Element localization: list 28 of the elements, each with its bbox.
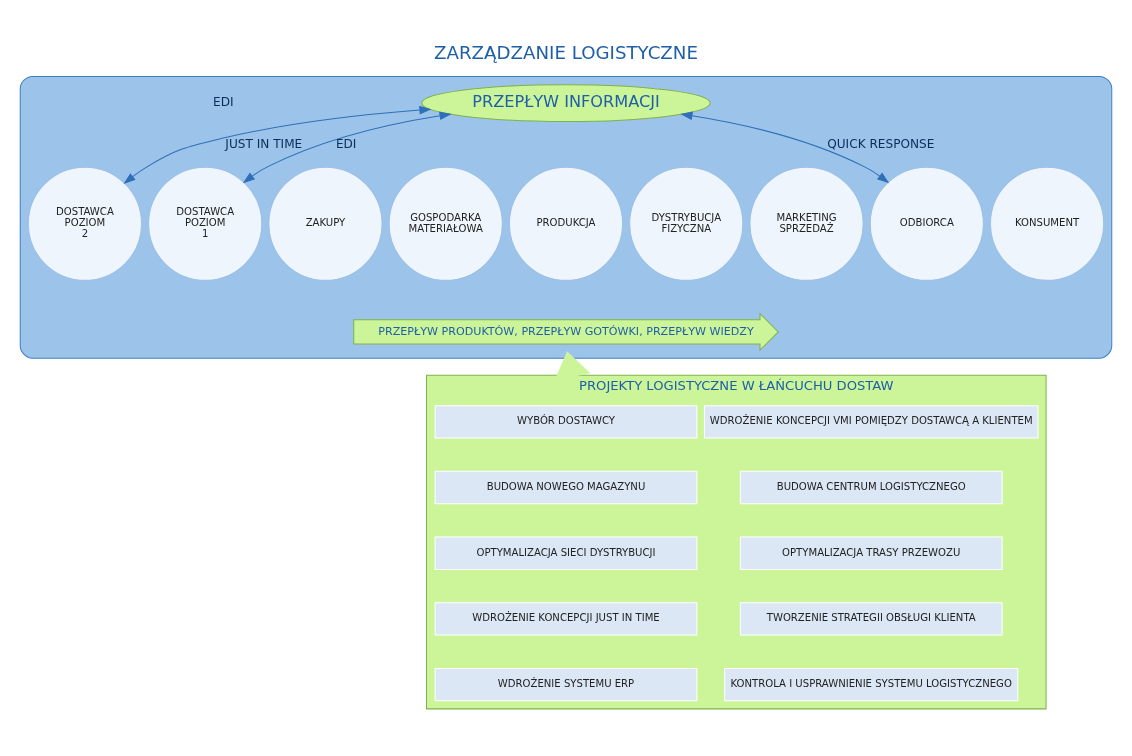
arrow bbox=[680, 111, 890, 183]
node-circle: ZAKUPY bbox=[268, 166, 383, 281]
node-box: OPTYMALIZACJA SIECI DYSTRYBUCJI bbox=[434, 536, 698, 570]
node-box: KONTROLA I USPRAWNIENIE SYSTEMU LOGISTYCZNEGO bbox=[724, 667, 1019, 701]
node-circle: GOSPODARKA MATERIAŁOWA bbox=[388, 166, 503, 281]
node-circle: DYSTRYBUCJA FIZYCZNA bbox=[629, 166, 744, 281]
cluster bbox=[19, 75, 1113, 359]
arrow bbox=[242, 111, 452, 183]
node-box: TWORZENIE STRATEGII OBSŁUGI KLIENTA bbox=[739, 601, 1003, 636]
node-box: WDROŻENIE KONCEPCJI JUST IN TIME bbox=[434, 601, 698, 636]
diagram-title: ZARZĄDZANIE LOGISTYCZNE bbox=[434, 41, 698, 63]
edge-label: QUICK RESPONSE bbox=[827, 136, 935, 151]
node-circle: DOSTAWCA POZIOM 2 bbox=[27, 166, 143, 281]
node-box: OPTYMALIZACJA TRASY PRZEWOZU bbox=[739, 536, 1003, 570]
node-circle: MARKETING SPRZEDAŻ bbox=[749, 166, 864, 281]
node-circle: KONSUMENT bbox=[989, 166, 1105, 281]
node-circle: DOSTAWCA POZIOM 1 bbox=[148, 166, 263, 281]
node-box: BUDOWA CENTRUM LOGISTYCZNEGO bbox=[739, 470, 1003, 504]
edge-label: JUST IN TIME bbox=[225, 136, 303, 151]
arrow bbox=[123, 105, 432, 184]
label: EDI bbox=[213, 94, 234, 109]
node-box: BUDOWA NOWEGO MAGAZYNU bbox=[434, 470, 698, 504]
node-circle: ODBIORCA bbox=[869, 166, 984, 281]
node-box: WYBÓR DOSTAWCY bbox=[434, 404, 698, 438]
node-box: WDROŻENIE KONCEPCJI VMI POMIĘDZY DOSTAWCĄ A KLIENTEM bbox=[703, 404, 1039, 438]
node-box: WDROŻENIE SYSTEMU ERP bbox=[434, 667, 698, 701]
edge-label: EDI bbox=[335, 136, 357, 151]
node-circle: PRODUKCJA bbox=[508, 166, 624, 281]
